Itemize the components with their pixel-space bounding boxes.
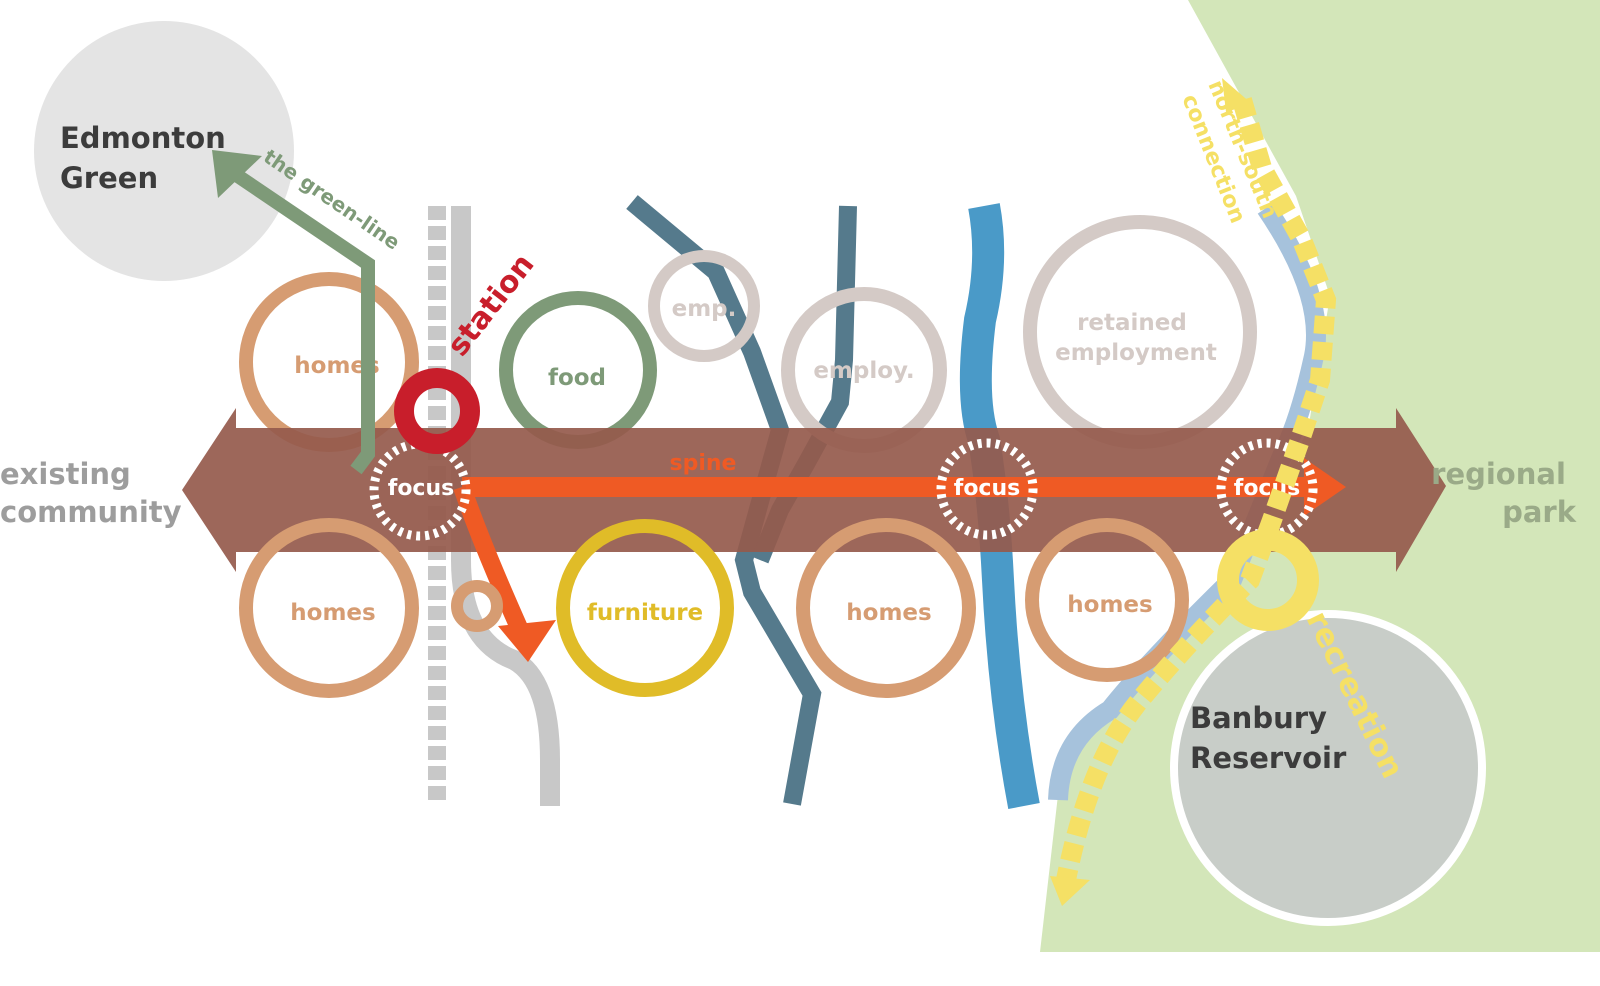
focus-label-left: focus	[388, 476, 454, 501]
retained-employment-label: retained employment	[1055, 310, 1217, 366]
recreation-arrowhead-bottom	[1050, 876, 1090, 906]
homes-label-bottom-middle: homes	[846, 600, 931, 626]
banbury-reservoir-label: Banbury Reservoir	[1190, 701, 1347, 775]
edmonton-green-label: Edmonton Green	[60, 121, 236, 195]
station-ring	[394, 368, 480, 454]
homes-label-bottom-left: homes	[290, 600, 375, 626]
homes-label-bottom-right: homes	[1067, 592, 1152, 618]
recreation-hub-ring	[1217, 529, 1319, 631]
small-amenity-circle	[451, 580, 503, 632]
furniture-label: furniture	[587, 600, 703, 626]
homes-circle-bottom-middle	[796, 518, 976, 698]
food-label: food	[548, 365, 606, 391]
edmonton-green-circle	[34, 21, 294, 281]
employment-circle-small	[648, 250, 760, 362]
green-line-arrow	[222, 162, 375, 475]
homes-circle-bottom-left	[239, 518, 419, 698]
focus-label-middle: focus	[954, 476, 1020, 501]
existing-community-label: existing community	[0, 457, 182, 529]
recreation-arrowhead-top	[1222, 78, 1252, 112]
banbury-reservoir-circle	[1170, 610, 1486, 926]
spine-arrow-shaft	[462, 477, 1308, 497]
spine-label: spine	[670, 451, 737, 476]
employment-small-label: emp.	[672, 296, 737, 322]
furniture-circle	[556, 519, 734, 697]
homes-circle-bottom-right	[1025, 518, 1189, 682]
branch-arrowhead	[498, 620, 556, 662]
regional-park-label: regional park	[1431, 457, 1577, 529]
employment-medium-label: employ.	[813, 358, 914, 384]
focus-ring-middle	[936, 438, 1038, 540]
green-line-arrowhead	[212, 150, 262, 198]
